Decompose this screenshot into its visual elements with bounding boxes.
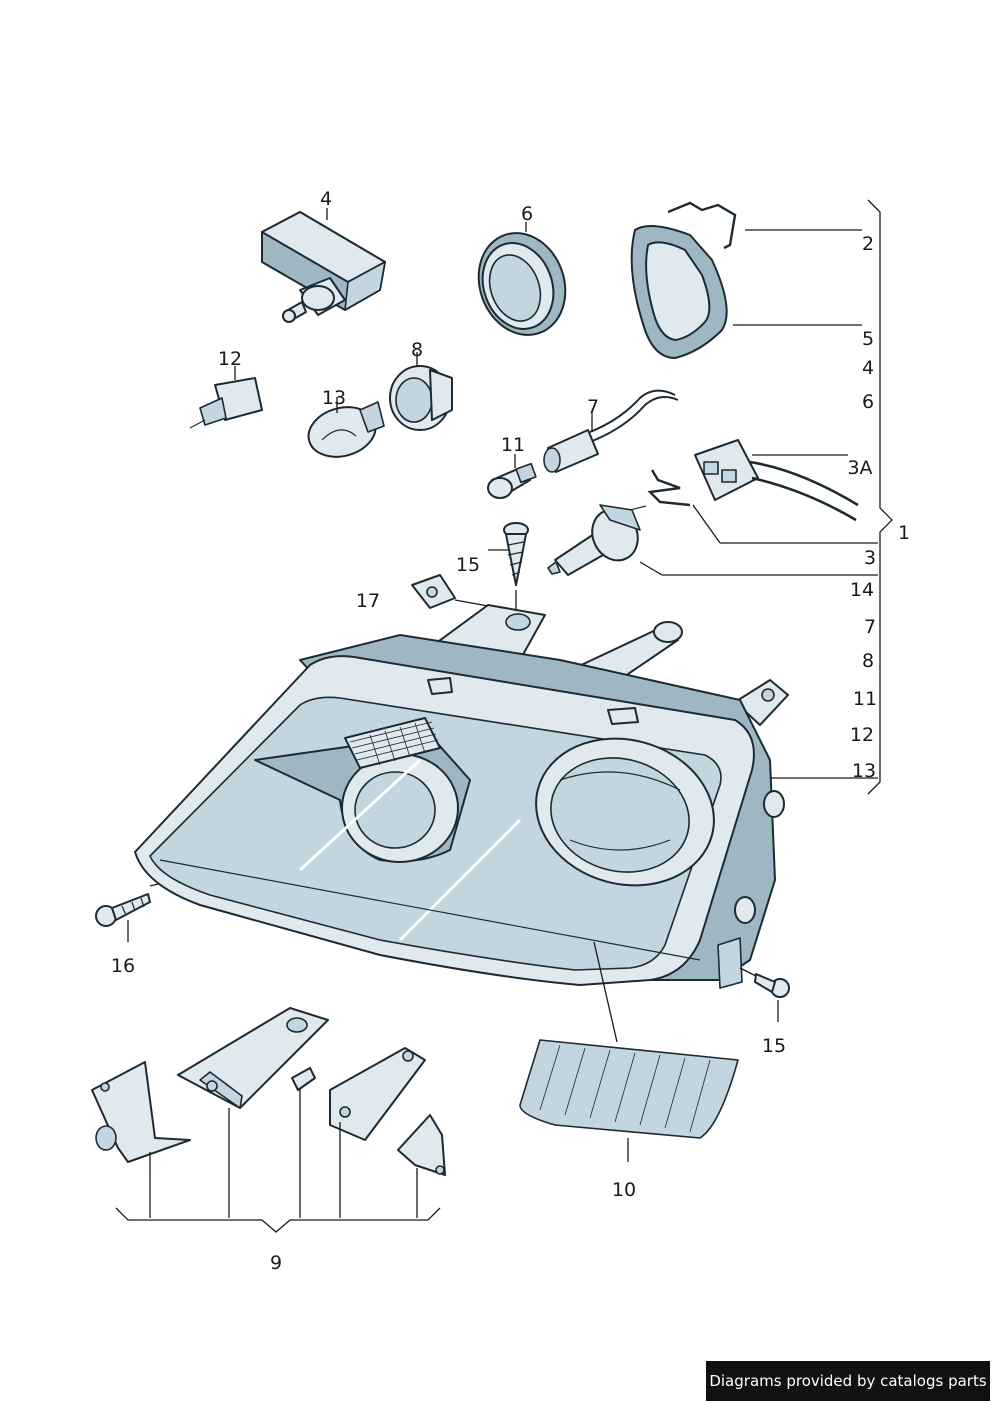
callout-5: 5	[862, 328, 874, 350]
leader-lines	[115, 199, 893, 1233]
callout-12: 12	[218, 348, 242, 370]
callout-17: 17	[356, 590, 380, 612]
part-screw-15-right	[754, 973, 790, 998]
part-spring-clip-3	[647, 469, 691, 507]
callout-7-list: 7	[864, 616, 876, 638]
callout-8: 8	[411, 339, 423, 361]
part-bracket-set-9	[91, 1007, 446, 1176]
callout-14: 14	[850, 579, 874, 601]
callout-3A: 3A	[847, 457, 872, 479]
callout-6-list: 6	[862, 391, 874, 413]
part-h7-bulb-14	[547, 504, 647, 576]
part-screw-15-top	[503, 522, 529, 586]
callout-11-list: 11	[853, 688, 877, 710]
callout-10: 10	[612, 1179, 636, 1201]
callout-9: 9	[270, 1252, 282, 1274]
part-leveling-motor	[261, 211, 386, 323]
callout-6: 6	[521, 203, 533, 225]
callout-labels: 2 5 4 6 3A 1 3 14 7 8 11 12 13 4 6 12 8 …	[111, 188, 910, 1274]
callout-15-right: 15	[762, 1035, 786, 1057]
part-wiring-7	[543, 389, 679, 473]
callout-11: 11	[501, 434, 525, 456]
callout-15-top: 15	[456, 554, 480, 576]
part-cover-lens-10	[519, 1039, 739, 1139]
callout-3: 3	[864, 547, 876, 569]
callout-4: 4	[320, 188, 332, 210]
part-connector-3A	[694, 439, 859, 522]
part-bulb-13	[307, 401, 385, 458]
part-bulb-holder-8	[389, 365, 453, 431]
callout-2: 2	[862, 233, 874, 255]
part-screw-16	[95, 893, 151, 927]
part-cap-ring	[477, 232, 567, 336]
headlight-housing	[134, 604, 789, 989]
callout-12-list: 12	[850, 724, 874, 746]
credit-text: Diagrams provided by catalogs parts	[709, 1372, 987, 1390]
callout-7: 7	[587, 396, 599, 418]
callout-1: 1	[898, 522, 910, 544]
callout-8-list: 8	[862, 650, 874, 672]
part-clip-nut-17	[411, 574, 456, 609]
callout-13: 13	[322, 387, 346, 409]
credit-badge: Diagrams provided by catalogs parts	[706, 1361, 990, 1401]
part-bulb-socket-12	[189, 377, 263, 429]
callout-16: 16	[111, 955, 135, 977]
part-bulb-11	[487, 462, 537, 499]
part-retaining-clip	[667, 201, 737, 250]
callout-4-list: 4	[862, 357, 874, 379]
part-gasket	[630, 225, 728, 359]
callout-13-list: 13	[852, 760, 876, 782]
